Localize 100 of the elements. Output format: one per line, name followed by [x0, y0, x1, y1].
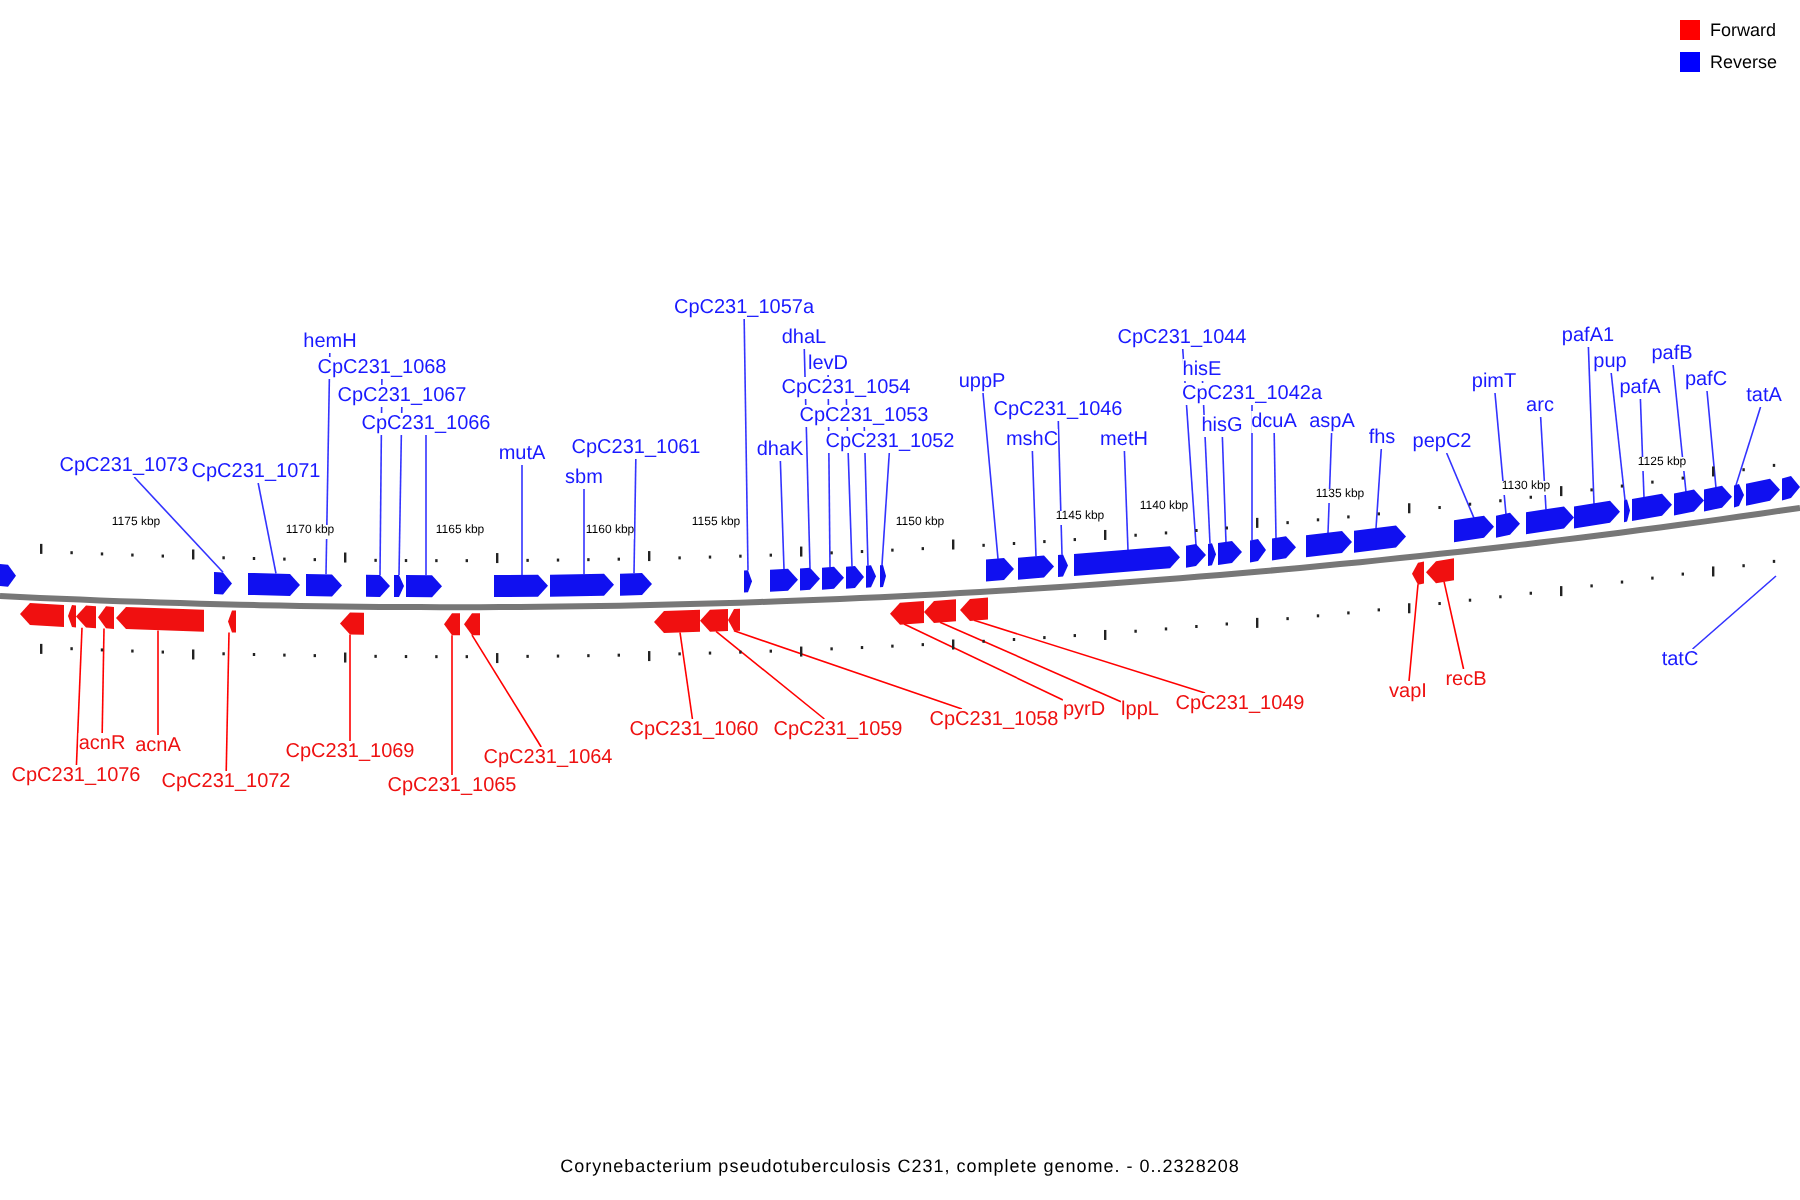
gene-label: dhaK [756, 439, 804, 461]
reverse-gene [1250, 539, 1266, 563]
caption: Corynebacterium pseudotuberculosis C231, complete genome. - 0..2328208 [558, 1156, 1242, 1176]
gene-label: arc [1526, 395, 1554, 417]
reverse-gene [1674, 489, 1704, 516]
reverse-gene [1496, 512, 1520, 538]
leader-line [1494, 392, 1507, 516]
forward-gene [444, 613, 460, 636]
gene-label: CpC231_1049 [1175, 693, 1305, 715]
leader-line [451, 634, 453, 776]
gene-label: CpC231_1076 [11, 765, 141, 787]
leader-line [633, 458, 637, 575]
gene-label: CpC231_1065 [387, 775, 517, 797]
forward-gene [960, 597, 988, 622]
leader-line [1672, 364, 1687, 493]
gene-label: recB [1445, 669, 1487, 691]
leader-line [521, 464, 523, 576]
leader-line [733, 630, 963, 710]
reverse-gene [880, 564, 886, 588]
gene-label: CpC231_1046 [993, 399, 1123, 421]
forward-gene [924, 599, 956, 623]
gene-label: CpC231_1072 [161, 771, 291, 793]
reverse-gene [1354, 525, 1406, 553]
gene-label: CpC231_1044 [1117, 327, 1247, 349]
gene-label: hemH [303, 331, 357, 353]
leader-line [973, 619, 1206, 694]
gene-label: dhaL [781, 327, 827, 349]
leader-line [903, 623, 1064, 701]
gene-label: acnR [78, 733, 126, 755]
gene-label: pup [1593, 351, 1627, 373]
gene-label: CpC231_1042a [1181, 383, 1323, 405]
leader-line [1221, 436, 1227, 544]
leader-line [349, 633, 351, 742]
gene-label: CpC231_1071 [191, 461, 321, 483]
reverse-gene [744, 570, 752, 593]
gene-label: pafA [1619, 377, 1661, 399]
leader-line [583, 488, 585, 575]
leader-line [157, 629, 159, 736]
leader-line [1735, 406, 1762, 486]
leader-line [679, 631, 694, 720]
leader-line [982, 392, 999, 560]
reverse-gene [1632, 493, 1672, 522]
leader-line [425, 434, 427, 576]
gene-label: pafA1 [1561, 325, 1615, 347]
gene-label: CpC231_1058 [929, 709, 1059, 731]
gene-label: dcuA [1251, 411, 1297, 433]
gene-label: levD [808, 353, 848, 375]
reverse-gene [214, 572, 232, 595]
leader-line [1639, 398, 1645, 499]
reverse-gene [986, 557, 1014, 582]
reverse-gene [1454, 515, 1494, 543]
gene-label: pimT [1471, 371, 1517, 393]
forward-gene [76, 605, 96, 629]
gene-label: mutA [498, 443, 546, 465]
reverse-gene [1526, 506, 1574, 535]
leader-line [881, 452, 891, 566]
leader-line [101, 627, 105, 734]
gene-label: pafB [1651, 343, 1693, 365]
leader-line [1691, 575, 1777, 650]
leader-line [1408, 583, 1419, 682]
gene-label: hisG [1201, 415, 1243, 437]
forward-gene [228, 610, 236, 633]
reverse-gene [1306, 530, 1352, 558]
reverse-gene [366, 574, 390, 597]
reverse-gene [822, 566, 844, 590]
leader-line [1273, 432, 1277, 539]
gene-label: pyrD [1062, 699, 1106, 721]
gene-label: CpC231_1068 [317, 357, 447, 379]
gene-label: fhs [1368, 427, 1396, 449]
gene-label: lppL [1121, 699, 1159, 721]
gene-label: pepC2 [1412, 431, 1472, 453]
gene-label: uppP [958, 371, 1006, 393]
gene-label: CpC231_1073 [59, 455, 189, 477]
leader-line [1057, 420, 1063, 556]
reverse-gene [1574, 500, 1620, 529]
gene-label: mshC [1005, 429, 1059, 451]
leader-line [1587, 346, 1595, 505]
gene-label: CpC231_1066 [361, 413, 491, 435]
forward-gene [340, 612, 364, 635]
leader-line [1706, 390, 1717, 489]
leader-line [1539, 416, 1547, 511]
leader-line [257, 482, 277, 575]
reverse-gene [306, 574, 342, 597]
legend-label: Reverse [1710, 52, 1778, 72]
forward-gene [890, 601, 924, 625]
leader-line [1610, 372, 1626, 501]
leader-line [225, 631, 230, 772]
gene-label: CpC231_1060 [629, 719, 759, 741]
leader-line [471, 634, 542, 748]
reverse-gene [1074, 546, 1180, 577]
gene-label: tatA [1746, 385, 1782, 407]
reverse-gene [620, 573, 652, 596]
leader-line [743, 318, 749, 572]
reverse-gene [1272, 536, 1296, 561]
gene-label: CpC231_1052 [825, 431, 955, 453]
gene-label: CpC231_1054 [781, 377, 911, 399]
gene-label: CpC231_1069 [285, 741, 415, 763]
gene-label: CpC231_1053 [799, 405, 929, 427]
reverse-gene [248, 572, 300, 596]
reverse-gene [846, 565, 864, 589]
